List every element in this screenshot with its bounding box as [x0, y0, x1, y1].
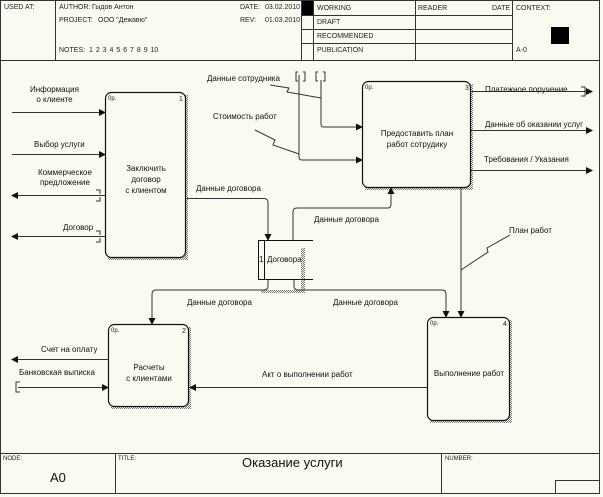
reader-label: READER	[418, 5, 448, 12]
box-3-tag: 0р.	[365, 85, 374, 91]
arrow-contract-data-1[interactable]	[186, 198, 272, 241]
author-label: AUTHOR:	[59, 4, 91, 11]
activity-box-1[interactable]	[104, 91, 187, 259]
project-label: PROJECT:	[59, 17, 93, 24]
date-label: DATE:	[240, 4, 261, 11]
label-employee-data: Данные сотрудника	[207, 74, 280, 83]
arrow-contract-data-3[interactable]	[148, 280, 269, 325]
box-4-label: Выполнение работ	[433, 369, 505, 378]
box-4-number: 4	[503, 321, 507, 328]
author-value: Гыдов Антон	[92, 4, 134, 11]
box-2-label-line: Расчеты	[133, 363, 165, 372]
box-1-label-line: с клиентом	[125, 186, 167, 195]
label-payment-order: Платежное поручение	[485, 85, 568, 94]
rev-label: REV:	[240, 17, 257, 24]
box-1-label-line: договор	[131, 175, 161, 184]
header-grid	[0, 0, 600, 61]
label-completion-act: Акт о выполнении работ	[262, 370, 353, 379]
label-line: Коммерческое	[38, 168, 92, 177]
box-3-label: Предоставить план работ сотрудику	[363, 128, 471, 150]
context-box	[551, 27, 569, 44]
status-working[interactable]: WORKING	[317, 5, 352, 12]
working-status-marker	[302, 1, 313, 15]
arrow-contract-data-2[interactable]	[292, 187, 395, 240]
label-work-cost: Стоимость работ	[213, 112, 277, 121]
footer-grid	[0, 453, 600, 494]
arrow-contract-data-4[interactable]	[293, 280, 450, 318]
status-recommended[interactable]: RECOMMENDED	[317, 33, 374, 40]
label-contract-data-1: Данные договора	[196, 184, 261, 193]
used-at-label: USED AT:	[4, 4, 35, 11]
label-info-client: Информация о клиенте	[30, 85, 79, 105]
label-line: Информация	[30, 85, 79, 94]
box-3-label-line: Предоставить план	[380, 129, 454, 138]
data-store-box[interactable]	[258, 240, 313, 291]
label-contract-data-3: Данные договора	[187, 298, 252, 307]
box-3-number: 3	[465, 85, 469, 92]
label-contract-data-2: Данные договора	[314, 215, 379, 224]
box-2-number: 2	[182, 328, 186, 335]
node-value: A0	[50, 470, 66, 485]
label-bank-statement: Банковская выписка	[19, 368, 95, 377]
label-contract: Договор	[63, 223, 94, 232]
date-value: 03.02.2010	[265, 4, 301, 11]
status-publication[interactable]: PUBLICATION	[317, 47, 364, 54]
diagram-title: Оказание услуги	[242, 455, 343, 470]
label-service-choice: Выбор услуги	[34, 140, 85, 149]
project-value: ООО "Дежавю"	[98, 17, 148, 24]
activity-box-3[interactable]	[361, 80, 472, 189]
label-contract-data-4: Данные договора	[333, 298, 398, 307]
node-label: NODE:	[3, 456, 23, 462]
box-2-label: Расчеты с клиентами	[109, 362, 189, 384]
notes-label: NOTES:	[59, 47, 86, 54]
label-commercial-offer: Коммерческое предложение	[38, 168, 92, 188]
context-label: CONTEXT:	[516, 5, 551, 12]
label-line: о клиенте	[36, 95, 73, 104]
status-draft[interactable]: DRAFT	[317, 19, 341, 26]
box-3-label-line: работ сотрудику	[386, 140, 448, 149]
store-label: Договора	[267, 255, 302, 264]
label-service-data: Данные об оказании услуг	[485, 120, 584, 129]
title-label: TITLE:	[118, 456, 137, 462]
notes-list: 1 2 3 4 5 6 7 8 9 10	[89, 47, 159, 54]
arrow-work-cost[interactable]	[298, 75, 363, 164]
arrow-employee-data[interactable]	[320, 80, 363, 131]
context-node: A-0	[516, 47, 527, 54]
box-2-tag: 0р.	[111, 328, 120, 334]
number-label: NUMBER:	[445, 456, 473, 462]
box-2-label-line: с клиентами	[126, 374, 172, 383]
store-number: 1	[259, 255, 264, 264]
box-1-number: 1	[179, 96, 183, 103]
box-1-tag: 0р.	[108, 96, 117, 102]
rev-value: 01.03.2010	[265, 17, 301, 24]
box-4-tag: 0р.	[430, 321, 439, 327]
reader-date-label: DATE	[492, 5, 511, 12]
activity-box-4[interactable]	[426, 316, 511, 422]
label-line: предложение	[39, 178, 90, 187]
box-1-label: Заключить договор с клиентом	[106, 163, 186, 196]
label-requirements: Требования / Указания	[484, 155, 569, 164]
box-1-label-line: Заключить	[126, 164, 166, 173]
label-invoice: Счет на оплату	[41, 345, 98, 354]
label-work-plan: План работ	[509, 226, 552, 235]
